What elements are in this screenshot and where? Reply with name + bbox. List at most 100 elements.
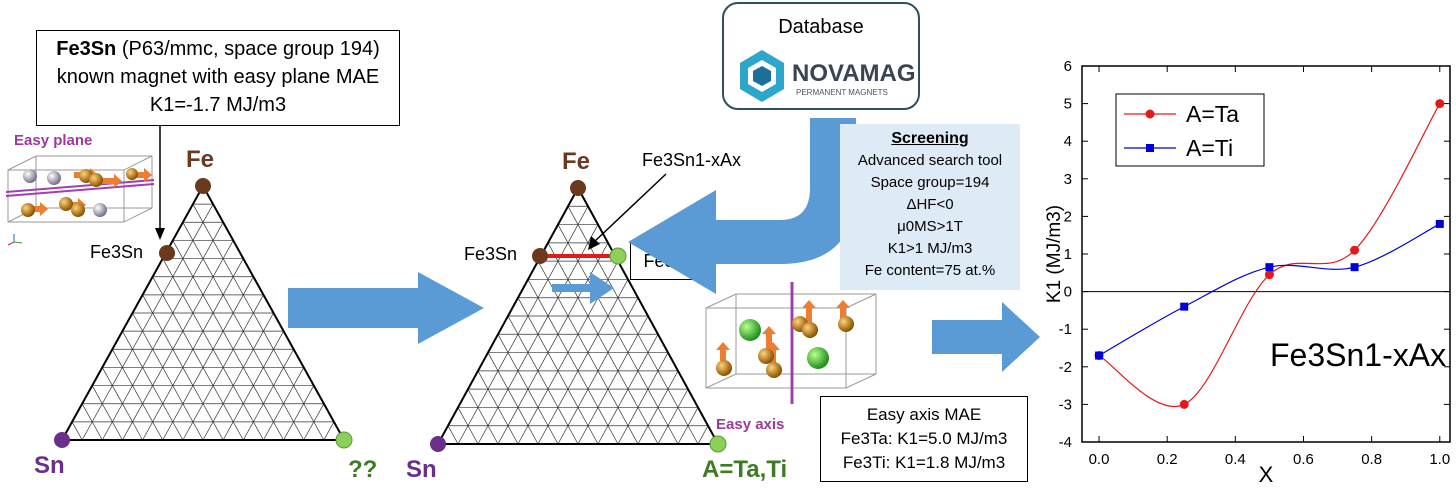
grid-line xyxy=(132,312,204,441)
grid-line xyxy=(142,258,244,441)
grid-line xyxy=(172,240,284,441)
legend-label: A=Ta xyxy=(1186,101,1239,127)
fe3sn-description-box: Fe3Sn (P63/mmc, space group 194) known m… xyxy=(36,30,400,126)
easy-axis-caption: Easy axis xyxy=(716,416,785,433)
mid-fe-label: Fe xyxy=(562,148,591,175)
database-title: Database xyxy=(778,16,864,38)
grid-line xyxy=(577,315,649,445)
fe3sn1-xax-pointer xyxy=(588,173,667,250)
grid-line xyxy=(152,276,244,441)
grid-line xyxy=(71,421,83,441)
left-fe3sn-label: Fe3Sn xyxy=(90,242,144,262)
novamag-logo-name: NOVAMAG xyxy=(792,60,916,87)
fe3sn-space-group: (P63/mmc, space group 194) xyxy=(116,38,380,60)
grid-line xyxy=(527,279,619,445)
x-tick-label: 0.6 xyxy=(1293,451,1314,468)
novamag-logo-sub: PERMANENT MAGNETS xyxy=(796,88,888,97)
left-sn-label: Sn xyxy=(34,452,65,479)
legend-marker xyxy=(1146,144,1154,152)
mae-fe3ti: Fe3Ti: K1=1.8 MJ/m3 xyxy=(842,453,1006,472)
left-fe-label: Fe xyxy=(186,146,215,173)
x-tick-label: 0.2 xyxy=(1157,451,1178,468)
easy-plane-caption: Easy plane xyxy=(14,132,93,149)
grid-line xyxy=(507,315,579,445)
chart-legend: A=TaA=Ti xyxy=(1115,93,1265,167)
screening-item: K1>1 MJ/m3 xyxy=(887,240,973,257)
x-tick-label: 1.0 xyxy=(1429,451,1450,468)
grid-line xyxy=(467,388,499,445)
grid-line xyxy=(697,425,709,445)
data-point xyxy=(1350,245,1360,255)
grid-line xyxy=(81,203,214,441)
y-tick-label: 1 xyxy=(1064,246,1072,263)
novamag-hexagon-icon xyxy=(740,50,784,102)
y-tick-label: 3 xyxy=(1064,171,1072,188)
y-tick-label: 5 xyxy=(1064,96,1072,113)
mae-fe3ta: Fe3Ta: K1=5.0 MJ/m3 xyxy=(840,429,1008,448)
grid-line xyxy=(457,206,589,445)
grid-line xyxy=(537,279,629,445)
fe-vertex-dot xyxy=(195,178,211,194)
screening-item: Space group=194 xyxy=(870,174,990,191)
y-tick-label: 0 xyxy=(1064,284,1072,301)
grid-line xyxy=(617,352,669,445)
x-tick-label: 0.0 xyxy=(1089,451,1110,468)
data-point xyxy=(1265,263,1274,272)
data-point xyxy=(1179,399,1189,409)
data-point xyxy=(1435,99,1445,109)
grid-line xyxy=(101,222,224,441)
screening-item: Advanced search tool xyxy=(857,152,1003,169)
grid-line xyxy=(447,425,459,445)
formula-annotation: Fe3Sn1-xAx xyxy=(1270,337,1446,373)
fe3sn-known-magnet: known magnet with easy plane MAE xyxy=(56,66,380,88)
ternary-diagram-left xyxy=(54,178,353,449)
x-tick-label: 0.4 xyxy=(1225,451,1246,468)
fe3sn-point-dot xyxy=(159,245,175,261)
y-tick-label: 4 xyxy=(1064,133,1072,150)
grid-line xyxy=(162,276,254,441)
grid-line xyxy=(122,240,234,441)
grid-line xyxy=(657,388,689,445)
mae-title: Easy axis MAE xyxy=(866,405,982,424)
a-vertex-dot xyxy=(709,435,727,453)
mid-fe3sn-label: Fe3Sn xyxy=(464,244,518,264)
fe3a-point-dot xyxy=(609,247,627,265)
fe3sn-title-formula: Fe3Sn xyxy=(56,38,117,60)
x-axis-label: X xyxy=(1259,462,1274,487)
big-arrow-right-2 xyxy=(932,302,1040,372)
fe3sn1-xax-label: Fe3Sn1-xAx xyxy=(642,150,742,170)
data-point xyxy=(1435,219,1444,228)
legend-label: A=Ti xyxy=(1186,135,1233,161)
fe3sn-point-dot xyxy=(532,248,548,264)
grid-line xyxy=(192,203,325,441)
grid-line xyxy=(547,242,659,445)
grid-line xyxy=(162,258,264,441)
big-arrow-right-1 xyxy=(288,272,484,344)
grid-line xyxy=(323,421,335,441)
data-point xyxy=(1264,270,1274,280)
grid-line xyxy=(283,385,315,441)
screening-item: μ0MS>1T xyxy=(897,218,963,235)
y-axis-label: K1 (MJ/m3) xyxy=(1044,205,1065,303)
mid-a-label: A=Ta,Ti xyxy=(702,456,788,483)
y-tick-label: 2 xyxy=(1064,208,1072,225)
legend-marker xyxy=(1145,109,1155,119)
left-unknown-label: ?? xyxy=(348,456,378,483)
sn-vertex-dot xyxy=(430,436,446,452)
y-tick-label: -2 xyxy=(1059,359,1072,376)
data-point xyxy=(1350,263,1359,272)
y-tick-label: -1 xyxy=(1059,321,1072,338)
fe-vertex-dot xyxy=(570,180,586,196)
easy-plane-crystal-icon xyxy=(5,155,155,246)
sn-vertex-dot xyxy=(54,432,70,448)
grid-line xyxy=(242,349,294,441)
screening-panel: Screening Advanced search tool Space gro… xyxy=(840,124,1020,290)
series-line-1 xyxy=(1098,223,1441,357)
grid-line xyxy=(497,242,609,445)
x-tick-label: 0.8 xyxy=(1361,451,1382,468)
screening-title: Screening xyxy=(891,130,969,147)
curved-arrow-icon xyxy=(628,118,856,294)
database-panel: Database NOVAMAG PERMANENT MAGNETS xyxy=(722,2,920,110)
screening-item: Fe content=75 at.% xyxy=(864,262,996,279)
